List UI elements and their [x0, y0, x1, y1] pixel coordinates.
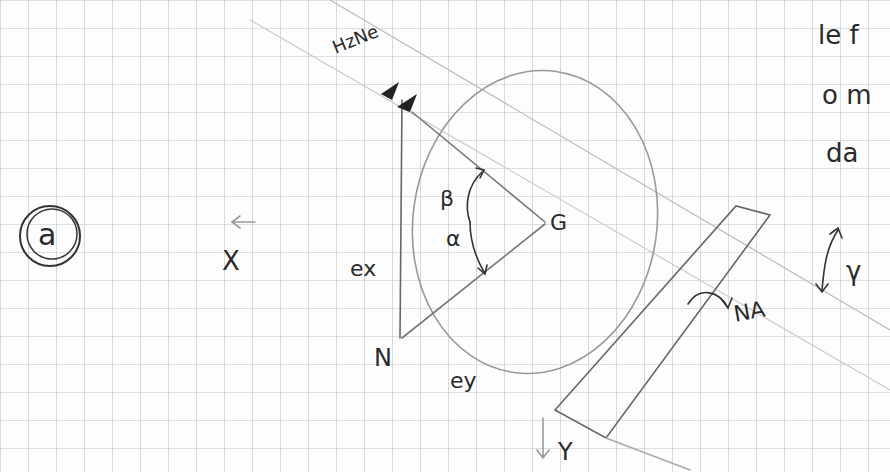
- vector-label: ex: [350, 258, 376, 280]
- angle-label: β: [440, 188, 454, 210]
- tilted-rectangle: [555, 206, 770, 438]
- label-circle: [20, 206, 80, 266]
- force-line: [402, 224, 545, 338]
- force-line: [400, 100, 402, 338]
- margin-text: le f: [818, 22, 859, 48]
- angle-arc: [476, 168, 484, 178]
- y-axis-arrow: [537, 418, 549, 458]
- point-label: N: [374, 346, 392, 370]
- angle-arc: [822, 230, 838, 290]
- axis-label: X: [222, 248, 240, 274]
- guide-line: [250, 20, 890, 390]
- angle-label: α: [446, 228, 461, 250]
- angle-arc: [467, 172, 482, 222]
- guide-line: [330, 0, 890, 330]
- point-label: G: [550, 212, 567, 234]
- angle-label: γ: [846, 258, 861, 284]
- angle-arc: [478, 265, 487, 274]
- guide-line: [606, 438, 690, 470]
- force-line: [412, 112, 545, 222]
- margin-text: da: [826, 140, 858, 166]
- x-axis-arrow: [232, 216, 255, 228]
- angle-arc: [816, 228, 842, 292]
- margin-text: o m: [822, 82, 872, 108]
- arrowhead: [397, 94, 417, 112]
- body-outline: [393, 55, 677, 390]
- label-pointer: [722, 298, 732, 308]
- arrowhead: [381, 82, 417, 112]
- axis-label: Y: [558, 440, 573, 464]
- vector-label: ey: [450, 370, 477, 392]
- arrowhead: [381, 82, 399, 100]
- angle-arc: [470, 222, 484, 272]
- point-label: NA: [732, 299, 767, 326]
- circled-letter: a: [38, 220, 56, 250]
- label-circle: [27, 209, 77, 259]
